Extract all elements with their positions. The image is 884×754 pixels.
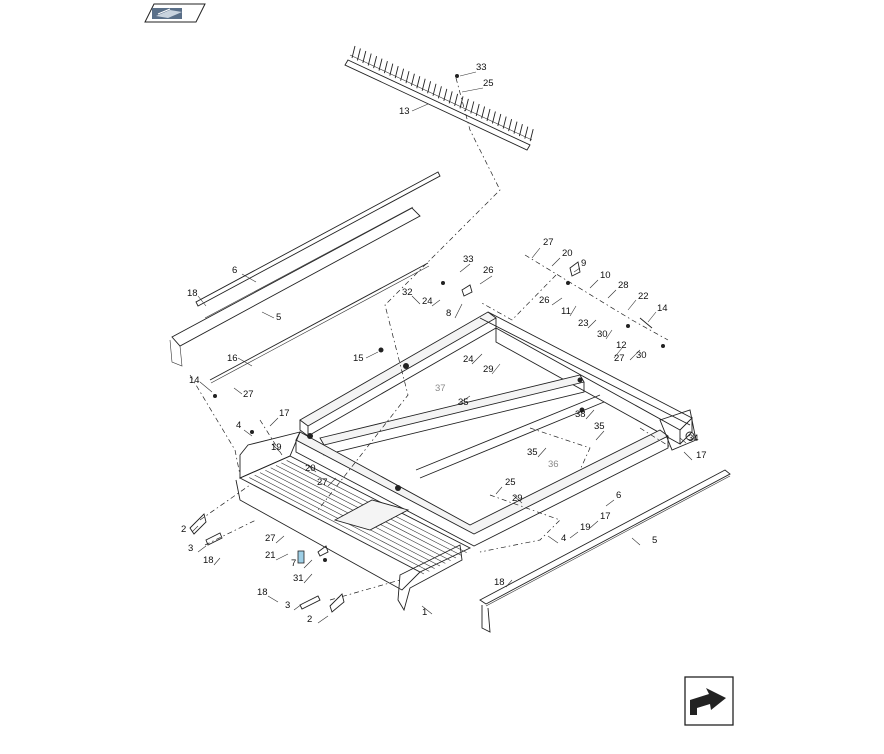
callout-label: 37 bbox=[435, 383, 446, 394]
callout-labels: 33 25 13 6 18 5 16 14 27 15 33 26 32 24 … bbox=[181, 62, 707, 625]
callout-label: 20 bbox=[305, 463, 316, 474]
callout-label: 38 bbox=[575, 409, 586, 420]
callout-label: 29 bbox=[483, 364, 494, 375]
callout-label: 27 bbox=[543, 237, 554, 248]
callout-label: 13 bbox=[399, 106, 410, 117]
callout-label: 20 bbox=[562, 248, 573, 259]
callout-label: 5 bbox=[652, 535, 657, 546]
callout-label: 26 bbox=[539, 295, 550, 306]
callout-label: 35 bbox=[594, 421, 605, 432]
callout-label: 3 bbox=[188, 543, 193, 554]
callout-label: 23 bbox=[578, 318, 589, 329]
callout-label: 35 bbox=[458, 397, 469, 408]
callout-label: 32 bbox=[402, 287, 413, 298]
reference-lines bbox=[189, 77, 673, 601]
callout-label: 29 bbox=[512, 493, 523, 504]
callout-label: 6 bbox=[232, 265, 237, 276]
callout-label: 27 bbox=[265, 533, 276, 544]
lower-wear-strip bbox=[479, 469, 731, 633]
leader-lines bbox=[191, 71, 693, 624]
book-page-icon[interactable] bbox=[144, 3, 206, 23]
callout-label: 9 bbox=[581, 258, 586, 269]
callout-label: 25 bbox=[483, 78, 494, 89]
callout-label: 36 bbox=[548, 459, 559, 470]
callout-label: 14 bbox=[657, 303, 668, 314]
callout-label: 1 bbox=[422, 607, 427, 618]
cutter-bar-assembly bbox=[344, 45, 534, 151]
callout-label: 18 bbox=[494, 577, 505, 588]
callout-label: 10 bbox=[600, 270, 611, 281]
callout-label: 18 bbox=[257, 587, 268, 598]
callout-label: 19 bbox=[271, 442, 282, 453]
callout-label: 5 bbox=[276, 312, 281, 323]
callout-label: 17 bbox=[279, 408, 290, 419]
callout-label: 8 bbox=[446, 308, 451, 319]
callout-label: 24 bbox=[463, 354, 474, 365]
rod-16 bbox=[209, 262, 429, 381]
callout-label: 17 bbox=[696, 450, 707, 461]
callout-label: 14 bbox=[189, 375, 200, 386]
callout-label: 2 bbox=[307, 614, 312, 625]
next-page-arrow-icon[interactable] bbox=[684, 676, 734, 726]
callout-label: 27 bbox=[317, 477, 328, 488]
callout-label: 33 bbox=[476, 62, 487, 73]
callout-label: 34 bbox=[688, 433, 699, 444]
callout-label: 4 bbox=[236, 420, 241, 431]
callout-label: 16 bbox=[227, 353, 238, 364]
callout-label: 2 bbox=[181, 524, 186, 535]
callout-label: 18 bbox=[203, 555, 214, 566]
callout-label: 27 bbox=[243, 389, 254, 400]
callout-label: 21 bbox=[265, 550, 276, 561]
upper-wear-strip bbox=[169, 171, 441, 367]
callout-label: 17 bbox=[600, 511, 611, 522]
callout-label: 7 bbox=[291, 558, 296, 569]
callout-label: 12 bbox=[616, 340, 627, 351]
callout-label: 3 bbox=[285, 600, 290, 611]
callout-label: 18 bbox=[187, 288, 198, 299]
callout-label: 35 bbox=[527, 447, 538, 458]
callout-label: 4 bbox=[561, 533, 566, 544]
callout-label: 27 bbox=[614, 353, 625, 364]
callout-label: 26 bbox=[483, 265, 494, 276]
callout-label: 11 bbox=[561, 306, 571, 317]
callout-label: 24 bbox=[422, 296, 433, 307]
small-parts bbox=[189, 74, 665, 613]
callout-label: 30 bbox=[597, 329, 608, 340]
callout-label: 28 bbox=[618, 280, 629, 291]
callout-label: 19 bbox=[580, 522, 591, 533]
callout-label: 15 bbox=[353, 353, 364, 364]
callout-label: 31 bbox=[293, 573, 304, 584]
header-frame bbox=[235, 311, 697, 612]
callout-label: 25 bbox=[505, 477, 516, 488]
callout-label: 22 bbox=[638, 291, 649, 302]
callout-label: 33 bbox=[463, 254, 474, 265]
callout-label: 6 bbox=[616, 490, 621, 501]
callout-label: 30 bbox=[636, 350, 647, 361]
